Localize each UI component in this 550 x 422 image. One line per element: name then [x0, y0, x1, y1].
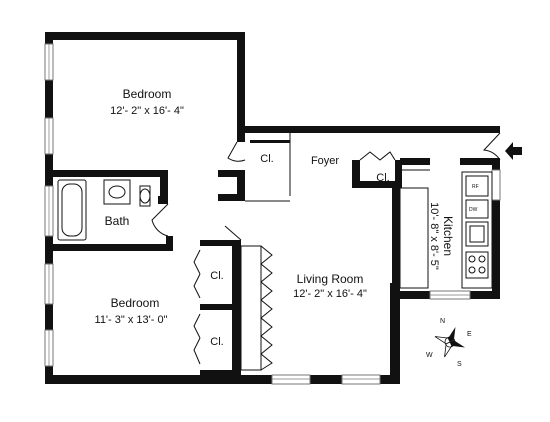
window-mullions [48, 44, 470, 380]
closet-label: Cl. [260, 153, 273, 165]
closet-label: Cl. [376, 172, 389, 184]
closet-label: Cl. [210, 270, 223, 282]
compass-n: N [440, 318, 445, 325]
dishwasher-label: DW [469, 207, 478, 213]
interior-fixtures [240, 133, 493, 371]
stove-icon [465, 251, 489, 279]
bathtub-icon [57, 179, 87, 241]
kitchen-label-group: Kitchen 10'- 8" x 8'- 5" [428, 202, 455, 270]
sink-icon [103, 179, 131, 205]
bath-fixtures [57, 179, 151, 241]
dishwasher-icon [465, 199, 489, 219]
window-living-right [341, 374, 381, 385]
kitchen-fixtures [465, 175, 489, 279]
interior-walls [53, 140, 500, 376]
foyer-name: Foyer [311, 155, 339, 167]
closet-sliders [260, 245, 273, 371]
bedroom2-closet-doors [193, 249, 201, 365]
bedroom-1-dims: 12'- 2" x 16'- 4" [110, 105, 184, 117]
kitchen-name: Kitchen [441, 216, 455, 256]
living-room-name: Living Room [297, 272, 364, 286]
entry-arrow-icon [505, 142, 522, 160]
living-room-dims: 12'- 2" x 16'- 4" [293, 288, 367, 300]
fridge-icon [465, 175, 489, 197]
kitchen-dims: 10'- 8" x 8'- 5" [428, 202, 440, 270]
window-kitchen-side [491, 169, 501, 201]
bedroom-1-name: Bedroom [123, 87, 172, 101]
window-living-left [271, 374, 311, 385]
closet-label: Cl. [210, 336, 223, 348]
compass-s: S [457, 361, 462, 368]
fridge-label: RF [472, 184, 479, 190]
door-swings [151, 132, 501, 241]
compass-e: E [467, 331, 472, 338]
kitchen-sink-icon [465, 221, 489, 247]
bedroom-2-name: Bedroom [111, 296, 160, 310]
bath-name: Bath [105, 214, 130, 228]
compass-w: W [426, 352, 433, 359]
bedroom-2-dims: 11'- 3" x 13'- 0" [95, 314, 168, 326]
compass-icon [434, 326, 466, 358]
